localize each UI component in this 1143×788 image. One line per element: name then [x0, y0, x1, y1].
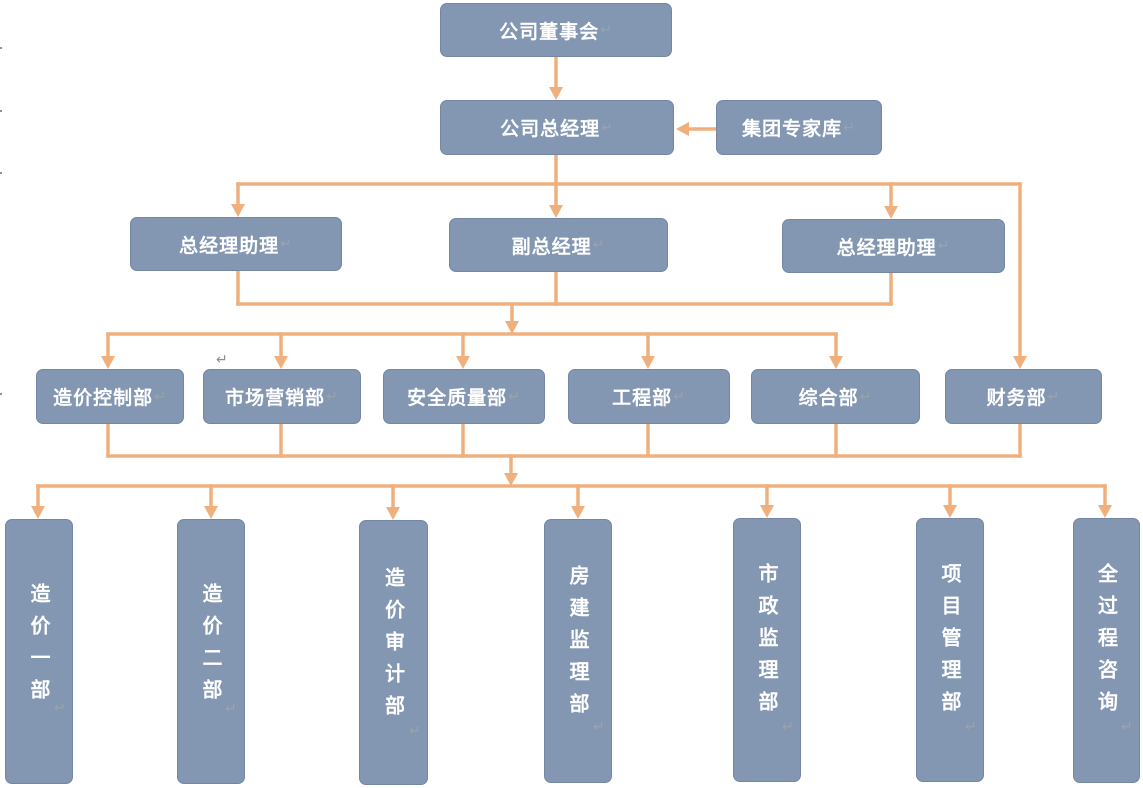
- node-label: 全过程咨询: [1094, 563, 1119, 723]
- node-unit-full-process-consulting: 全过程咨询↵: [1073, 518, 1140, 783]
- return-mark: ↵: [592, 237, 606, 253]
- return-mark: ↵: [593, 719, 606, 735]
- stray-return-mark: ↵: [216, 352, 228, 368]
- arrowhead: [505, 321, 519, 334]
- return-mark: ↵: [508, 388, 521, 405]
- node-label: 总经理助理: [836, 236, 937, 259]
- arrowhead: [31, 506, 45, 519]
- arrowhead: [829, 356, 843, 369]
- return-mark: ↵: [225, 701, 238, 717]
- arrowhead: [884, 206, 898, 219]
- node-unit-project-management: 项目管理部↵: [916, 518, 984, 782]
- node-expert-pool: 集团专家库↵: [716, 100, 882, 155]
- node-dept-cost-control: 造价控制部↵: [36, 369, 184, 424]
- edge-mark: [0, 393, 2, 395]
- arrowhead: [101, 356, 115, 369]
- node-label: 集团专家库: [742, 118, 843, 140]
- node-unit-cost-audit: 造价审计部↵: [359, 520, 428, 785]
- node-dept-finance: 财务部↵: [945, 369, 1102, 424]
- return-mark: ↵: [154, 388, 167, 405]
- node-label: 项目管理部: [938, 563, 962, 723]
- arrowhead: [231, 204, 245, 217]
- node-general-manager: 公司总经理↵: [440, 100, 674, 155]
- node-label: 造价一部: [27, 583, 51, 711]
- node-label: 造价审计部: [381, 567, 406, 727]
- node-dept-general: 综合部↵: [751, 369, 920, 424]
- node-label: 造价二部: [199, 583, 223, 711]
- node-label: 市政监理部: [755, 563, 779, 723]
- node-unit-cost-2: 造价二部↵: [177, 519, 245, 784]
- return-mark: ↵: [54, 700, 67, 716]
- node-label: 房建监理部: [566, 565, 590, 725]
- node-label: 副总经理: [511, 235, 592, 258]
- arrowhead: [274, 356, 288, 369]
- arrowhead: [943, 505, 957, 518]
- node-unit-municipal-supervision: 市政监理部↵: [733, 518, 801, 782]
- return-mark: ↵: [600, 22, 613, 38]
- node-label: 财务部: [986, 387, 1047, 409]
- arrowhead: [549, 87, 563, 100]
- return-mark: ↵: [1121, 719, 1134, 735]
- arrowhead: [760, 505, 774, 518]
- arrowhead: [1098, 505, 1112, 518]
- arrowhead: [204, 506, 218, 519]
- node-gm-assistant-left: 总经理助理↵: [130, 217, 342, 271]
- node-label: 工程部: [612, 387, 673, 409]
- node-label: 总经理助理: [179, 234, 280, 257]
- return-mark: ↵: [782, 719, 795, 735]
- edge-mark: [0, 172, 2, 174]
- node-dept-safety-quality: 安全质量部↵: [383, 369, 545, 424]
- return-mark: ↵: [326, 388, 339, 405]
- return-mark: ↵: [843, 119, 856, 136]
- arrowhead: [456, 356, 470, 369]
- edge-mark: [0, 47, 2, 49]
- node-board: 公司董事会↵: [440, 3, 672, 57]
- node-label: 安全质量部: [407, 387, 508, 409]
- edge-mark: [0, 110, 2, 112]
- arrowhead: [504, 473, 518, 486]
- node-dept-marketing: 市场营销部↵: [203, 369, 361, 424]
- return-mark: ↵: [409, 723, 422, 739]
- node-label: 造价控制部: [53, 387, 154, 409]
- node-label: 市场营销部: [225, 387, 326, 409]
- return-mark: ↵: [965, 719, 978, 735]
- return-mark: ↵: [937, 238, 951, 254]
- node-label: 公司总经理: [500, 118, 601, 140]
- node-deputy-gm: 副总经理↵: [449, 218, 668, 272]
- arrowhead: [1013, 356, 1027, 369]
- node-label: 综合部: [798, 387, 859, 409]
- return-mark: ↵: [601, 119, 614, 136]
- return-mark: ↵: [1047, 388, 1061, 405]
- return-mark: ↵: [280, 236, 293, 252]
- arrowhead: [549, 205, 563, 218]
- node-label: 公司董事会: [499, 20, 600, 43]
- node-dept-engineering: 工程部↵: [568, 369, 730, 424]
- node-unit-cost-1: 造价一部↵: [5, 519, 73, 784]
- arrowhead: [386, 507, 400, 520]
- return-mark: ↵: [859, 388, 873, 405]
- return-mark: ↵: [673, 388, 686, 405]
- arrowhead: [676, 122, 689, 136]
- node-gm-assistant-right: 总经理助理↵: [782, 219, 1005, 273]
- node-unit-building-supervision: 房建监理部↵: [544, 519, 612, 783]
- arrowhead: [571, 506, 585, 519]
- arrowhead: [641, 356, 655, 369]
